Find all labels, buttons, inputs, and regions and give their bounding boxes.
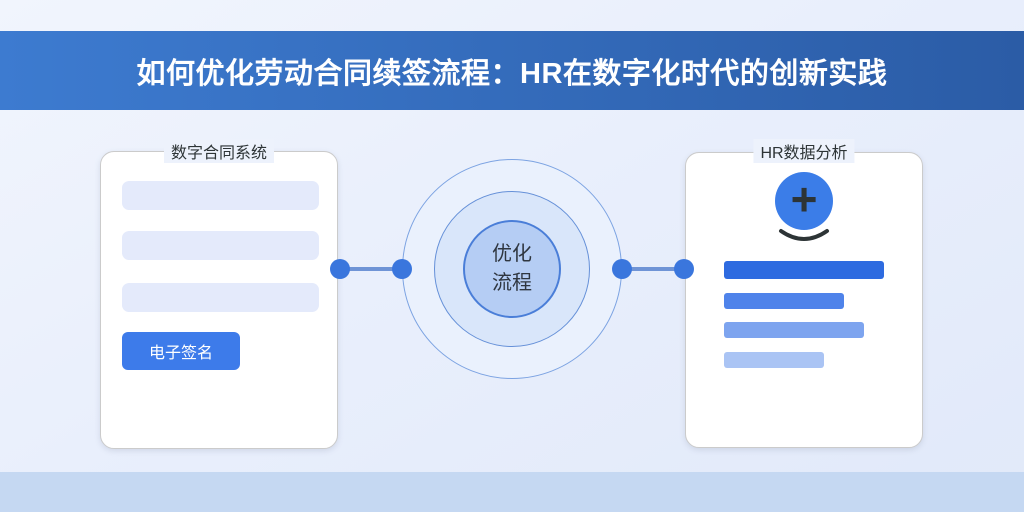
- center-label-line2: 流程: [492, 272, 532, 294]
- chart-bar: [724, 352, 824, 368]
- chart-bar: [724, 293, 844, 309]
- chart-bar: [724, 322, 864, 338]
- left-connector: [330, 259, 412, 279]
- esign-button[interactable]: 电子签名: [122, 332, 240, 370]
- add-button[interactable]: +: [775, 172, 833, 230]
- left-card-label: 数字合同系统: [163, 139, 275, 163]
- connector-dot: [392, 259, 412, 279]
- hr-analytics-card: +: [685, 152, 923, 448]
- header-banner: 如何优化劳动合同续签流程：HR在数字化时代的创新实践: [0, 31, 1024, 110]
- right-card-label: HR数据分析: [753, 139, 855, 163]
- input-placeholder-bar: [122, 181, 319, 210]
- input-placeholder-bar: [122, 283, 319, 312]
- connector-dot: [612, 259, 632, 279]
- page-title: 如何优化劳动合同续签流程：HR在数字化时代的创新实践: [136, 57, 888, 90]
- right-connector: [612, 259, 694, 279]
- chart-bar: [724, 261, 884, 279]
- center-label-line1: 优化: [492, 243, 532, 265]
- connector-dot: [330, 259, 350, 279]
- arc-icon: [779, 229, 829, 241]
- connector-dot: [674, 259, 694, 279]
- contract-system-card: 电子签名: [100, 151, 338, 449]
- optimize-process-node: 优化 流程: [463, 220, 561, 318]
- plus-icon: +: [790, 173, 818, 225]
- bottom-strip: [0, 472, 1024, 512]
- input-placeholder-bar: [122, 231, 319, 260]
